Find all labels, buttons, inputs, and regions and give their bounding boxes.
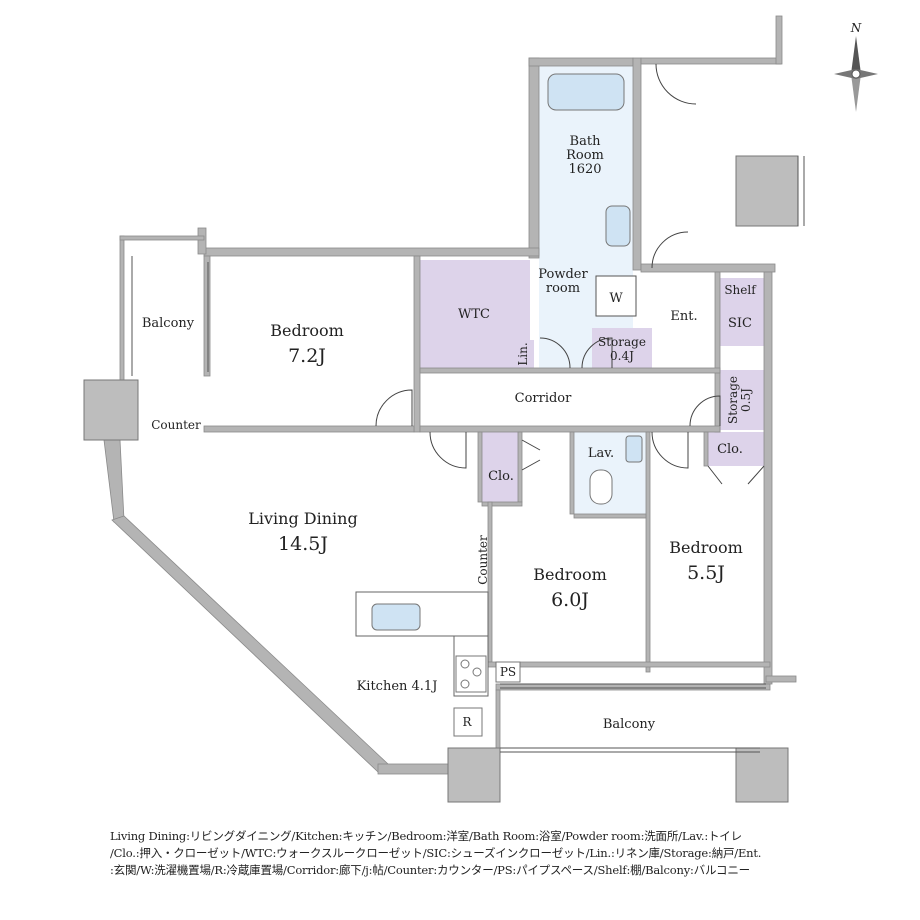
stove	[455, 655, 487, 693]
bedroom1-name: Bedroom	[270, 321, 344, 340]
walls	[103, 15, 797, 775]
bath-label-line2: Room	[566, 148, 604, 163]
bedroom3-name: Bedroom	[669, 538, 743, 557]
lav-label: Lav.	[588, 446, 614, 461]
storage1-fill	[592, 328, 652, 368]
storage2-label-line1: Storage	[726, 376, 740, 424]
powder-label-line2: room	[546, 281, 580, 296]
shelf-label: Shelf	[724, 283, 757, 297]
compass-north-label: N	[850, 21, 862, 35]
column-south-center	[447, 747, 501, 803]
burner	[460, 679, 470, 689]
legend-line: Living Dining:リビングダイニング/Kitchen:キッチン/Bed…	[110, 829, 742, 843]
balcony-west-label: Balcony	[142, 316, 195, 331]
bedroom3-size: 5.5J	[687, 562, 725, 584]
compass-needle-north	[851, 36, 861, 74]
legend-line: :玄関/W:洗濯機置場/R:冷蔵庫置場/Corridor:廊下/j:帖/Coun…	[110, 863, 750, 877]
corridor-label: Corridor	[515, 391, 573, 406]
fixtures	[371, 73, 643, 737]
wtc-fill	[420, 260, 530, 368]
shelf-fill	[720, 278, 764, 300]
compass-rose: N	[834, 21, 878, 112]
columns	[83, 155, 799, 803]
kitchen-label: Kitchen 4.1J	[357, 679, 438, 694]
powder-basin	[605, 205, 631, 247]
bath-label-line1: Bath	[570, 134, 602, 149]
sic-label: SIC	[728, 316, 752, 331]
doors	[375, 63, 765, 485]
bedroom1-size: 7.2J	[288, 345, 326, 367]
column-west	[83, 379, 139, 441]
sic-fill	[720, 300, 764, 346]
compass-needle-west	[834, 69, 856, 79]
lin-fill	[512, 340, 534, 368]
living-name: Living Dining	[248, 509, 357, 528]
room-labels: Bath Room 1620 Powder room W WTC Lin. St…	[142, 134, 757, 732]
bath-label-line3: 1620	[568, 162, 601, 177]
clo1-fill	[482, 432, 518, 502]
balcony-south-label: Balcony	[603, 717, 656, 732]
column-south-east	[735, 747, 789, 803]
windows	[131, 156, 805, 753]
burner	[460, 659, 470, 669]
legend: Living Dining:リビングダイニング/Kitchen:キッチン/Bed…	[110, 828, 830, 879]
counter-vertical-label: Counter	[476, 535, 490, 585]
storage1-label-line1: Storage	[598, 335, 646, 349]
counter-top-label: Counter	[151, 418, 201, 432]
bathtub	[547, 73, 625, 111]
compass-needle-east	[856, 69, 878, 79]
w-label: W	[609, 291, 623, 306]
powder-label-line1: Powder	[538, 267, 588, 282]
ps-box	[495, 661, 521, 683]
storage1-label-line2: 0.4J	[610, 349, 634, 363]
clo1-label: Clo.	[488, 469, 514, 484]
kitchen-sink	[371, 603, 421, 631]
compass-center	[851, 69, 861, 79]
wtc-label: WTC	[458, 307, 490, 322]
lin-label: Lin.	[516, 342, 530, 365]
clo2-label: Clo.	[717, 442, 743, 457]
storage2-fill	[720, 370, 764, 430]
ent-label: Ent.	[670, 309, 697, 324]
w-fill	[595, 275, 637, 317]
storage2-label-line2: 0.5J	[739, 388, 753, 412]
fridge-space	[453, 707, 483, 737]
clo2-fill	[706, 432, 764, 466]
lav-basin	[625, 435, 643, 463]
bedroom2-name: Bedroom	[533, 565, 607, 584]
legend-line: /Clo.:押入・クローゼット/WTC:ウォークスルークローゼット/SIC:シュ…	[110, 846, 762, 860]
column-north-east	[735, 155, 799, 227]
living-size: 14.5J	[278, 533, 328, 555]
compass-needle-south	[851, 74, 861, 112]
r-label: R	[462, 715, 472, 729]
bedroom2-size: 6.0J	[551, 589, 589, 611]
ps-label: PS	[500, 665, 516, 679]
toilet	[589, 469, 613, 505]
burner	[472, 667, 482, 677]
